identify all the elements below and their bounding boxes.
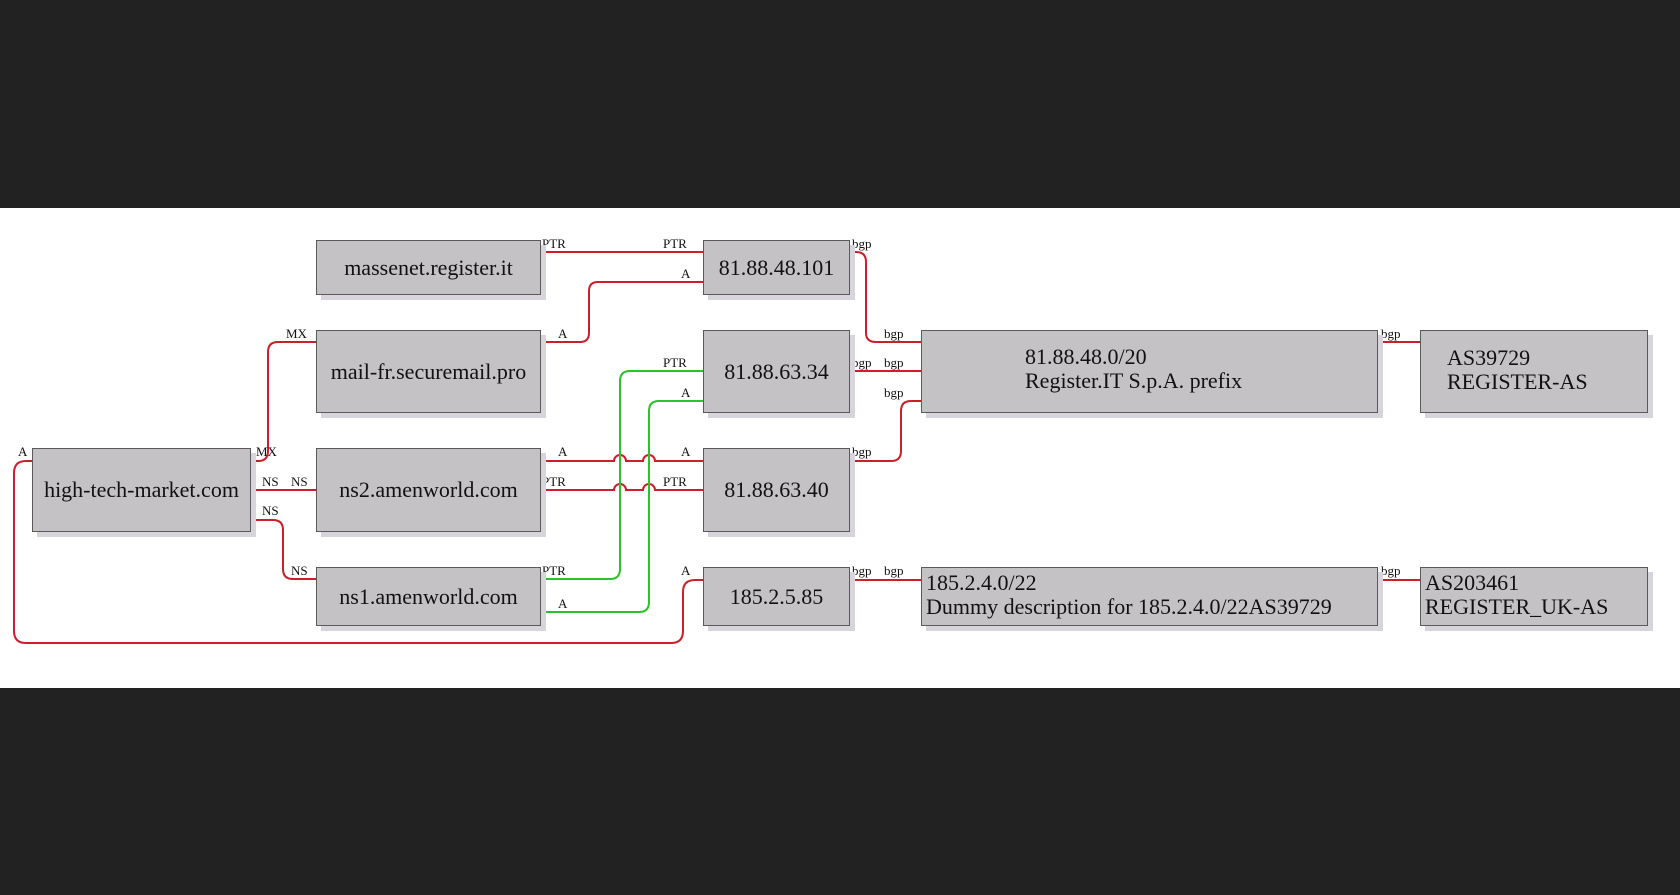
label-ptr-ns2: PTR xyxy=(542,474,566,489)
edge-ns2-ip40-a xyxy=(541,454,703,462)
node-prefix1-line2: Register.IT S.p.A. prefix xyxy=(1025,368,1243,393)
node-ns1-label: ns1.amenworld.com xyxy=(339,583,518,609)
label-a-ip34: A xyxy=(681,385,691,400)
edge-ns2-ip40-ptr xyxy=(541,483,703,491)
label-ns-ns1: NS xyxy=(291,563,308,578)
node-ip40-label: 81.88.63.40 xyxy=(724,477,829,502)
node-ip34[interactable]: 81.88.63.34 xyxy=(703,330,850,413)
node-ip34-label: 81.88.63.34 xyxy=(724,358,829,384)
edge-htm-mailfr xyxy=(251,341,316,462)
edge-ns1-ip34-ptr xyxy=(541,370,703,580)
label-bgp-ip185: bgp xyxy=(852,563,872,578)
edge-htm-ns1 xyxy=(251,519,316,580)
node-ip40[interactable]: 81.88.63.40 xyxy=(703,448,850,532)
node-htm-label: high-tech-market.com xyxy=(44,477,239,502)
edge-ns1-ip34-a xyxy=(541,400,703,613)
label-mx-htm: MX xyxy=(256,444,278,459)
label-bgp-prefix1-low: bgp xyxy=(884,385,904,400)
label-a-ip40: A xyxy=(681,444,691,459)
node-as2-line2: REGISTER_UK-AS xyxy=(1425,594,1609,619)
top-dark-band xyxy=(0,0,1680,208)
label-mx-mailfr: MX xyxy=(286,326,308,341)
node-ns2-label: ns2.amenworld.com xyxy=(339,477,518,502)
node-ip101[interactable]: 81.88.48.101 xyxy=(703,240,850,295)
label-ptr-ns1: PTR xyxy=(542,563,566,578)
node-mailfr-label: mail-fr.securemail.pro xyxy=(330,358,527,384)
label-bgp-ip40: bgp xyxy=(852,444,872,459)
label-a-ns2: A xyxy=(558,444,568,459)
edge-ip101-prefix1 xyxy=(850,251,921,343)
node-as2-line1: AS203461 xyxy=(1425,570,1520,595)
node-prefix2-line2: Dummy description for 185.2.4.0/22AS3972… xyxy=(926,594,1332,619)
label-bgp-prefix2-as: bgp xyxy=(1381,563,1401,578)
node-htm[interactable]: high-tech-market.com xyxy=(32,448,251,532)
node-as1-line2: REGISTER-AS xyxy=(1447,369,1588,394)
label-bgp-prefix1-as: bgp xyxy=(1381,326,1401,341)
label-bgp-prefix1-mid: bgp xyxy=(884,355,904,370)
edge-ip40-prefix1 xyxy=(850,400,921,462)
label-a-ip185: A xyxy=(681,563,691,578)
label-ns-htm: NS xyxy=(262,474,279,489)
node-ip185-label: 185.2.5.85 xyxy=(729,583,824,609)
edge-mailfr-ip101 xyxy=(541,281,703,343)
label-a-htm: A xyxy=(18,444,28,459)
node-prefix2-line1: 185.2.4.0/22 xyxy=(926,570,1037,595)
label-ns-htm-low: NS xyxy=(262,503,279,518)
label-bgp-prefix1-top: bgp xyxy=(884,326,904,341)
label-ptr-ip40: PTR xyxy=(663,474,687,489)
node-massenet[interactable]: massenet.register.it xyxy=(316,240,541,295)
label-ptr-ip34: PTR xyxy=(663,355,687,370)
node-as1-line1: AS39729 xyxy=(1447,345,1531,370)
label-ns-ns2: NS xyxy=(291,474,308,489)
label-bgp-ip34: bgp xyxy=(852,355,872,370)
node-massenet-label: massenet.register.it xyxy=(344,254,513,280)
edge-htm-ip185 xyxy=(13,460,703,644)
node-ns2[interactable]: ns2.amenworld.com xyxy=(316,448,541,532)
node-ns1[interactable]: ns1.amenworld.com xyxy=(316,567,541,626)
node-as2[interactable]: AS203461 REGISTER_UK-AS xyxy=(1420,567,1648,626)
label-a-mailfr: A xyxy=(558,326,568,341)
node-ip185[interactable]: 185.2.5.85 xyxy=(703,567,850,626)
node-ip101-label: 81.88.48.101 xyxy=(718,254,835,280)
node-mailfr[interactable]: mail-fr.securemail.pro xyxy=(316,330,541,413)
node-prefix1-line1: 81.88.48.0/20 xyxy=(1025,344,1147,369)
label-ptr-massenet: PTR xyxy=(542,236,566,251)
label-ptr-ip101: PTR xyxy=(663,236,687,251)
node-as1[interactable]: AS39729 REGISTER-AS xyxy=(1420,330,1648,413)
label-bgp-prefix2: bgp xyxy=(884,563,904,578)
label-bgp-ip101: bgp xyxy=(852,236,872,251)
label-a-ip101: A xyxy=(681,266,691,281)
label-a-ns1: A xyxy=(558,596,568,611)
bottom-dark-band xyxy=(0,688,1680,895)
node-prefix2[interactable]: 185.2.4.0/22 Dummy description for 185.2… xyxy=(921,567,1378,626)
node-prefix1[interactable]: 81.88.48.0/20 Register.IT S.p.A. prefix xyxy=(921,330,1378,413)
